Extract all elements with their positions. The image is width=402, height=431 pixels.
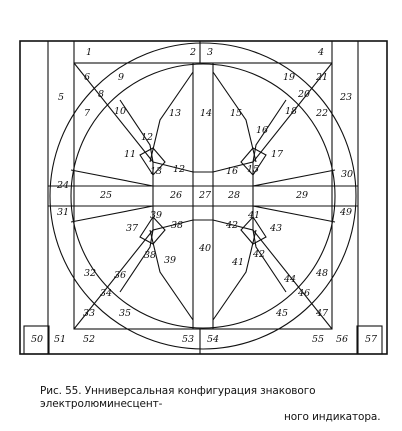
segment-label-12: 12 — [141, 132, 153, 143]
spoke-lower-right-2 — [252, 229, 287, 293]
diagonal-tl — [73, 62, 154, 163]
wedge-left-lower — [70, 205, 154, 223]
segment-label-23: 23 — [339, 92, 352, 103]
corner-box-57 — [356, 325, 383, 355]
segment-label-12-dup-1: 12 — [173, 164, 185, 175]
wedge-right-upper — [252, 169, 336, 187]
segment-label-4: 4 — [317, 47, 324, 58]
small-cell-right-upper — [240, 147, 267, 176]
segment-label-5: 5 — [58, 92, 64, 103]
segment-label-21: 21 — [315, 72, 328, 83]
segment-label-39: 39 — [150, 210, 162, 221]
segment-label-35: 35 — [119, 308, 131, 319]
segment-label-34: 34 — [100, 288, 112, 299]
segment-label-36: 36 — [114, 270, 126, 281]
inner-frame — [73, 62, 333, 330]
segment-label-28: 28 — [227, 190, 240, 201]
wedge-left-upper — [70, 169, 154, 187]
segment-label-40: 40 — [198, 243, 211, 254]
segment-label-17: 17 — [271, 149, 284, 160]
segment-label-18: 18 — [285, 106, 297, 117]
figure-caption: Рис. 55. Унниверсальная конфигурация зна… — [40, 385, 392, 424]
segment-label-1: 1 — [86, 47, 92, 58]
spoke-lower-left — [149, 229, 194, 321]
segment-label-50: 50 — [31, 334, 43, 345]
spoke-upper-left-2 — [119, 99, 154, 163]
segment-label-16-dup-1: 16 — [226, 166, 238, 177]
segment-label-14: 14 — [200, 108, 212, 119]
segment-label-45: 45 — [275, 308, 288, 319]
outer-circle — [49, 42, 357, 350]
segment-label-42-dup-1: 42 — [252, 249, 265, 260]
segment-label-13-dup-1: 13 — [150, 166, 162, 177]
segment-label-57: 57 — [365, 334, 378, 345]
segment-label-10: 10 — [114, 106, 126, 117]
segment-label-22: 22 — [315, 108, 328, 119]
segment-label-30: 30 — [341, 169, 353, 180]
segment-label-48: 48 — [315, 268, 328, 279]
segment-label-51: 51 — [54, 334, 66, 345]
segment-label-44: 44 — [283, 274, 296, 285]
diagonal-bl — [73, 229, 154, 330]
segment-label-19: 19 — [283, 72, 295, 83]
segment-label-3: 3 — [207, 47, 213, 58]
segment-label-52: 52 — [83, 334, 95, 345]
segment-label-27: 27 — [198, 190, 212, 201]
corner-box-50 — [23, 325, 50, 355]
segment-label-2: 2 — [189, 47, 196, 58]
segment-label-15: 15 — [230, 108, 242, 119]
segment-label-47: 47 — [315, 308, 329, 319]
inner-circle — [70, 63, 336, 329]
spoke-lower-left-2 — [119, 229, 154, 293]
segment-label-42: 42 — [225, 220, 238, 231]
segment-label-9: 9 — [118, 72, 124, 83]
diagonal-br — [252, 229, 333, 330]
caption-line-1: Рис. 55. Унниверсальная конфигурация зна… — [40, 385, 316, 410]
segment-label-37: 37 — [126, 223, 139, 234]
segment-label-55: 55 — [312, 334, 324, 345]
segment-label-26: 26 — [169, 190, 182, 201]
segment-label-49: 49 — [339, 207, 352, 218]
segment-label-16: 16 — [256, 125, 268, 136]
segment-label-41-dup-1: 41 — [231, 257, 244, 268]
segment-label-7: 7 — [84, 108, 91, 119]
segment-label-8: 8 — [98, 89, 104, 100]
small-cell-left-lower — [139, 216, 166, 245]
segment-label-46: 46 — [297, 288, 310, 299]
caption-line-2: ного индикатора. — [284, 411, 381, 423]
segment-label-33: 33 — [83, 308, 95, 319]
wedge-right-lower — [252, 205, 336, 223]
segment-label-6: 6 — [84, 72, 90, 83]
small-cell-left-upper — [139, 147, 166, 176]
small-cell-right-lower — [240, 216, 267, 245]
segment-label-41: 41 — [247, 210, 260, 221]
spoke-lower-right — [212, 229, 257, 321]
segment-label-53: 53 — [182, 334, 194, 345]
segment-label-38-dup-1: 38 — [144, 250, 156, 261]
segment-label-24: 24 — [56, 180, 69, 191]
segment-label-15-dup-1: 15 — [247, 164, 259, 175]
segment-label-25: 25 — [99, 190, 112, 201]
segment-label-43: 43 — [269, 223, 282, 234]
segment-label-13: 13 — [169, 108, 181, 119]
segment-label-54: 54 — [207, 334, 219, 345]
outer-frame — [19, 40, 388, 355]
segment-label-31: 31 — [57, 207, 69, 218]
segment-label-56: 56 — [336, 334, 348, 345]
segment-label-38: 38 — [171, 220, 183, 231]
segment-label-29: 29 — [295, 190, 308, 201]
spoke-upper-right-2 — [252, 99, 287, 163]
segment-label-20: 20 — [297, 89, 310, 100]
segment-label-32: 32 — [84, 268, 96, 279]
diagonal-tr — [252, 62, 333, 163]
segment-label-39-dup-1: 39 — [164, 255, 176, 266]
segment-label-11: 11 — [124, 149, 136, 160]
